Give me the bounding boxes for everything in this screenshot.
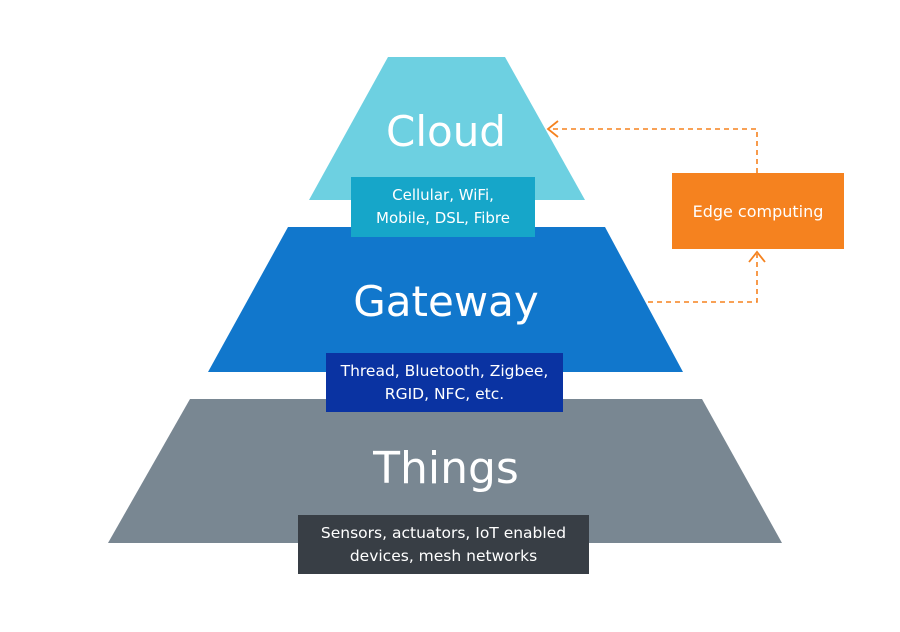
cloud-title: Cloud <box>386 107 506 156</box>
arrow-head-left <box>546 120 559 138</box>
gateway-tier <box>208 227 683 372</box>
gateway-label-line-2: RGID, NFC, etc. <box>384 384 505 403</box>
edge-connector-arrows <box>550 128 758 303</box>
cloud-label-line-1: Cellular, WiFi, <box>392 186 494 204</box>
arrow-head-up <box>748 250 766 263</box>
things-title: Things <box>372 443 519 494</box>
things-label-line-1: Sensors, actuators, IoT enabled <box>320 523 567 542</box>
arrow-heads <box>546 120 766 263</box>
cloud-label-line-2: Mobile, DSL, Fibre <box>376 209 510 227</box>
edge-computing-label: Edge computing <box>692 201 824 221</box>
things-tier <box>108 399 782 543</box>
things-label-line-2: devices, mesh networks <box>349 546 538 565</box>
edge-to-cloud-arrow <box>550 128 758 173</box>
cloud-connectivity-label: Cellular, WiFi, Mobile, DSL, Fibre <box>351 177 535 237</box>
gateway-title: Gateway <box>353 277 539 326</box>
cloud-tier <box>309 57 585 200</box>
gateway-label-line-1: Thread, Bluetooth, Zigbee, <box>340 361 549 380</box>
gateway-to-edge-arrow <box>648 254 758 303</box>
gateway-connectivity-label: Thread, Bluetooth, Zigbee, RGID, NFC, et… <box>326 353 563 412</box>
things-devices-label: Sensors, actuators, IoT enabled devices,… <box>298 515 589 574</box>
edge-computing-box: Edge computing <box>672 173 844 249</box>
